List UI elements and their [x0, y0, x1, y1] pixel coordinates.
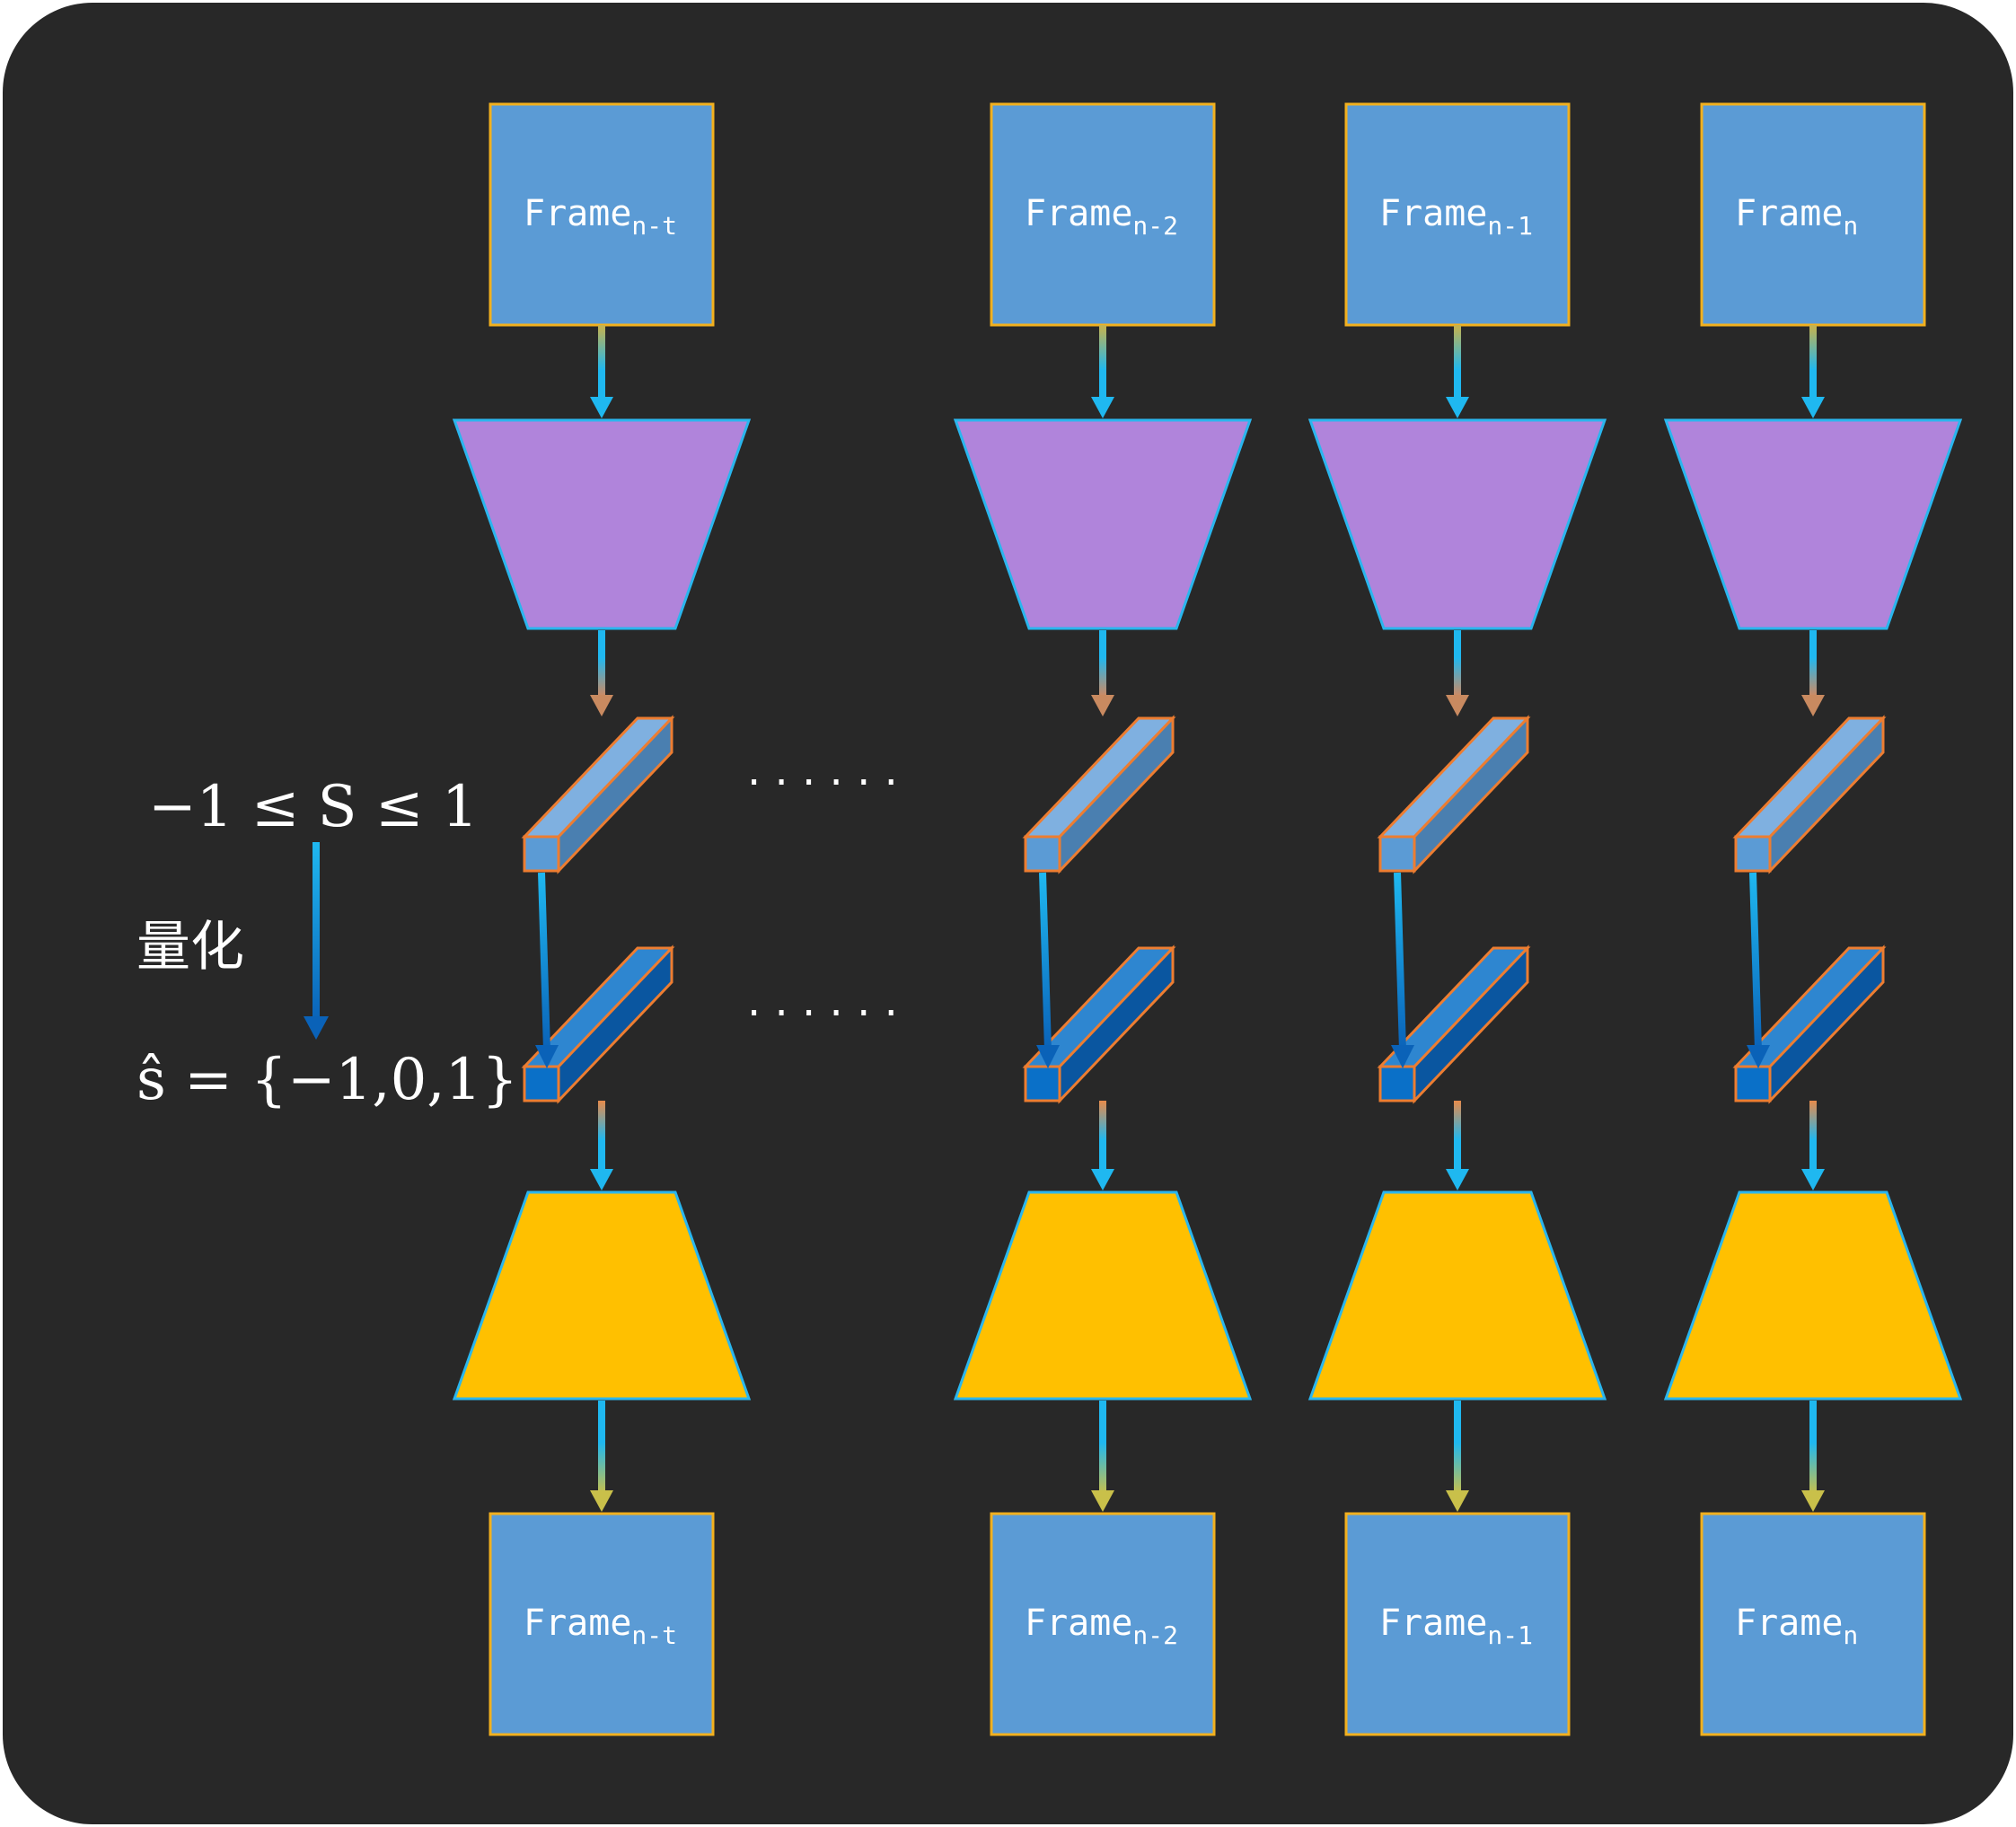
decoder-n — [1663, 1190, 1963, 1401]
decoder-n-1 — [1307, 1190, 1607, 1401]
arrow-latent-to-decoder — [590, 1101, 613, 1190]
input-frame-n: Framen — [1700, 102, 1926, 327]
latent-bar-n — [1732, 715, 1887, 874]
arrow-encoder-to-latent — [1446, 630, 1469, 716]
decoder-n-t — [452, 1190, 752, 1401]
output-frame-n-1: Framen-1 — [1344, 1512, 1571, 1736]
quantized-bar-n-2 — [1022, 944, 1176, 1104]
arrow-quantize — [1391, 872, 1414, 1068]
arrow-latent-to-decoder — [1091, 1101, 1114, 1190]
frame-label: Framen-2 — [1025, 193, 1178, 241]
arrow-decoder-to-frame — [590, 1401, 613, 1512]
frame-label: Framen-1 — [1379, 193, 1533, 241]
encoder-n-t — [452, 418, 752, 630]
quantize-arrow — [304, 842, 329, 1040]
frame-label: Framen-t — [524, 1603, 677, 1650]
frame-label: Framen-2 — [1025, 1603, 1178, 1650]
arrow-frame-to-encoder — [1091, 325, 1114, 418]
output-frame-n-2: Framen-2 — [990, 1512, 1216, 1736]
frame-label: Framen — [1735, 193, 1858, 241]
ellipsis-bottom: · · · · · · — [747, 988, 898, 1039]
quantize-label: 量化 — [136, 916, 244, 979]
arrow-quantize — [1747, 872, 1770, 1068]
arrow-decoder-to-frame — [1091, 1401, 1114, 1512]
quantized-bar-n-1 — [1377, 944, 1531, 1104]
frame-label: Framen — [1735, 1603, 1858, 1650]
arrow-decoder-to-frame — [1446, 1401, 1469, 1512]
output-frame-n-t: Framen-t — [489, 1512, 715, 1736]
encoder-n — [1663, 418, 1963, 630]
arrow-latent-to-decoder — [1801, 1101, 1825, 1190]
arrow-frame-to-encoder — [590, 325, 613, 418]
arrow-frame-to-encoder — [1446, 325, 1469, 418]
output-frame-n: Framen — [1700, 1512, 1926, 1736]
frame-label: Framen-t — [524, 193, 677, 241]
frame-label: Framen-1 — [1379, 1603, 1533, 1650]
arrow-encoder-to-latent — [1801, 630, 1825, 716]
range-formula: −1 ≤ S ≤ 1 — [148, 774, 479, 840]
input-frame-n-t: Framen-t — [489, 102, 715, 327]
encoder-n-2 — [953, 418, 1253, 630]
ellipsis-top: · · · · · · — [747, 758, 898, 808]
arrow-encoder-to-latent — [590, 630, 613, 716]
encoder-n-1 — [1307, 418, 1607, 630]
arrow-latent-to-decoder — [1446, 1101, 1469, 1190]
quantized-set-formula: ŝ = {−1,0,1} — [136, 1047, 518, 1113]
latent-bar-n-1 — [1377, 715, 1531, 874]
arrow-encoder-to-latent — [1091, 630, 1114, 716]
arrow-frame-to-encoder — [1801, 325, 1825, 418]
arrow-quantize — [535, 872, 559, 1068]
arrow-quantize — [1036, 872, 1060, 1068]
arrow-decoder-to-frame — [1801, 1401, 1825, 1512]
input-frame-n-2: Framen-2 — [990, 102, 1216, 327]
input-frame-n-1: Framen-1 — [1344, 102, 1571, 327]
decoder-n-2 — [953, 1190, 1253, 1401]
latent-bar-n-t — [521, 715, 675, 874]
latent-bar-n-2 — [1022, 715, 1176, 874]
